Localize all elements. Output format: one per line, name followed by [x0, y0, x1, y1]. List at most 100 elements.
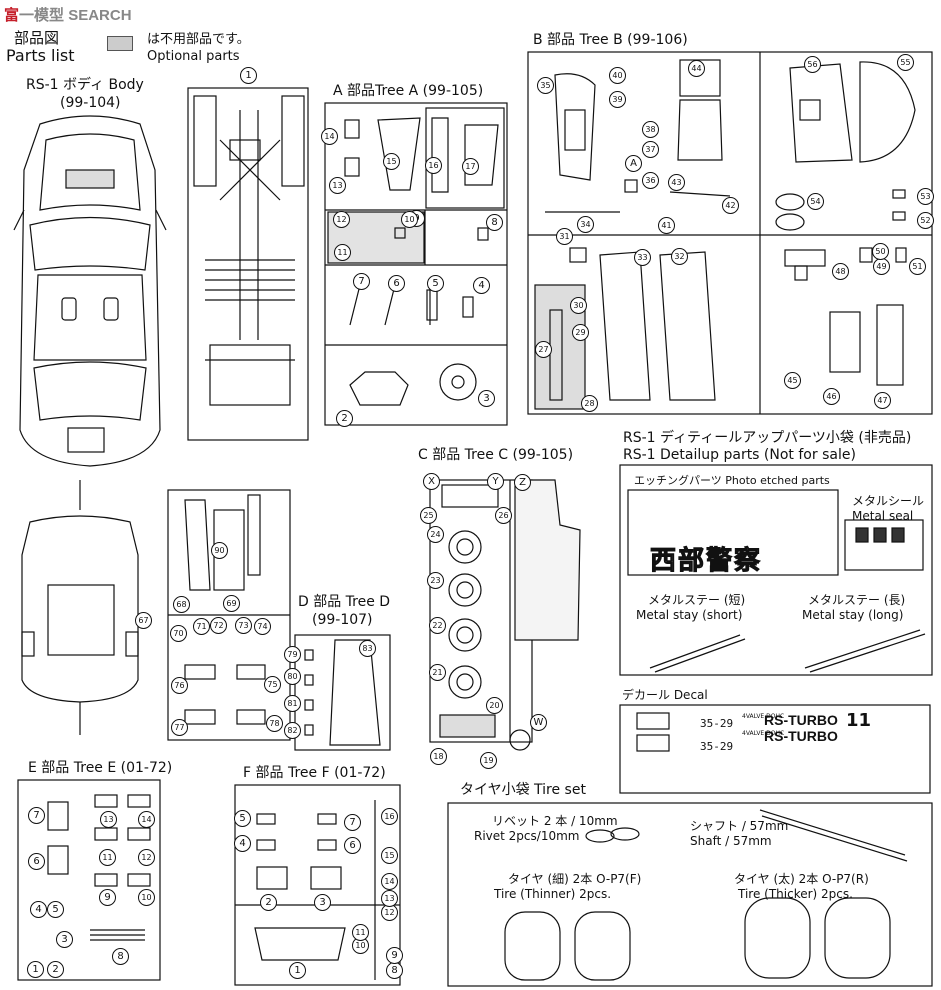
tree-b: [527, 51, 933, 415]
tree-b-part-47: 47: [874, 392, 891, 409]
watermark-brand: 富一模型 SEARCH: [4, 7, 132, 24]
tree-c-part-25: 25: [420, 507, 437, 524]
tree-f-part-1: 1: [289, 962, 306, 979]
stay-long-jp: メタルステー (長): [808, 593, 906, 607]
stay-long-en: Metal stay (long): [802, 608, 904, 622]
gate-letter-y: Y: [487, 473, 504, 490]
detail-box: [619, 464, 933, 676]
tree-d-part-79: 79: [284, 646, 301, 663]
tree-c-title: C 部品 Tree C (99-105): [418, 447, 574, 463]
shaft-jp: シャフト / 57mm: [690, 819, 789, 833]
tree-a-part-6: 6: [388, 275, 405, 292]
shaft-en: Shaft / 57mm: [690, 834, 772, 848]
tree-c-part-24: 24: [427, 526, 444, 543]
gate-letter-w: W: [530, 714, 547, 731]
decal-label: デカール Decal: [622, 688, 708, 702]
legend-jp: は不用部品です。: [147, 32, 250, 47]
tree-f-part-8: 8: [386, 962, 403, 979]
tree-d-code: (99-107): [312, 612, 373, 628]
stay-short-jp: メタルステー (短): [648, 593, 746, 607]
tree-d-part-75: 75: [264, 676, 281, 693]
tree-a-part-7: 7: [353, 273, 370, 290]
tree-a-part-17: 17: [462, 158, 479, 175]
stay-short-en: Metal stay (short): [636, 608, 743, 622]
tree-b-part-27: 27: [535, 341, 552, 358]
tree-b-part-40: 40: [609, 67, 626, 84]
rivet-jp: リベット 2 本 / 10mm: [492, 814, 618, 828]
gate-letter-a: A: [625, 155, 642, 172]
tree-b-part-56: 56: [804, 56, 821, 73]
detail-title-en: RS-1 Detailup parts (Not for sale): [623, 447, 856, 463]
tree-d-part-81: 81: [284, 695, 301, 712]
tree-c-part-19: 19: [480, 752, 497, 769]
tree-f-part-5: 5: [234, 810, 251, 827]
parts-title-jp: 部品図: [14, 29, 60, 47]
tree-f-part-2: 2: [260, 894, 277, 911]
tree-d-part-72: 72: [210, 617, 227, 634]
decal-small-2: 4VALVE DOHC: [742, 730, 785, 737]
tree-d-part-78: 78: [266, 715, 283, 732]
tree-f-part-16: 16: [381, 808, 398, 825]
tire-thick-en: Tire (Thicker) 2pcs.: [738, 887, 853, 901]
tree-a-part-12: 12: [333, 211, 350, 228]
tree-e-part-4: 4: [30, 901, 47, 918]
tree-f: [234, 784, 401, 986]
tree-e-part-7: 7: [28, 807, 45, 824]
decal-rs-turbo-1: RS-TURBO: [764, 712, 838, 728]
tree-b-part-32: 32: [671, 248, 688, 265]
tree-c-part-21: 21: [429, 664, 446, 681]
tree-a-part-5: 5: [427, 275, 444, 292]
tree-b-part-49: 49: [873, 258, 890, 275]
tree-f-part-6: 6: [344, 837, 361, 854]
tree-a-part-8: 8: [486, 214, 503, 231]
tire-thick-jp: タイヤ (太) 2本 O-P7(R): [734, 872, 869, 886]
decal-rs-turbo-2: RS-TURBO: [764, 728, 838, 744]
tree-e-part-11: 11: [99, 849, 116, 866]
tree-b-part-46: 46: [823, 388, 840, 405]
tree-d-part-74: 74: [254, 618, 271, 635]
tree-d-part-68: 68: [173, 596, 190, 613]
tree-f-part-7: 7: [344, 814, 361, 831]
tree-d-part-77: 77: [171, 719, 188, 736]
tree-b-part-50: 50: [872, 243, 889, 260]
tire-title: タイヤ小袋 Tire set: [460, 782, 586, 798]
tree-b-part-53: 53: [917, 188, 934, 205]
tree-d-part-73: 73: [235, 617, 252, 634]
tree-b-part-31: 31: [556, 228, 573, 245]
rivet-en: Rivet 2pcs/10mm: [474, 829, 580, 843]
tire-thin-en: Tire (Thinner) 2pcs.: [494, 887, 612, 901]
detail-title-jp: RS-1 ディティールアップパーツ小袋 (非売品): [623, 430, 912, 446]
tree-e-part-9: 9: [99, 889, 116, 906]
tree-f-title: F 部品 Tree F (01-72): [243, 765, 386, 781]
tree-b-part-52: 52: [917, 212, 934, 229]
tree-a-title: A 部品Tree A (99-105): [333, 83, 484, 99]
tree-b-part-48: 48: [832, 263, 849, 280]
tree-e-part-12: 12: [138, 849, 155, 866]
seal-jp: メタルシール: [852, 494, 925, 508]
tree-e-part-14: 14: [138, 811, 155, 828]
legend-en: Optional parts: [147, 49, 240, 64]
tree-a-part-14: 14: [321, 128, 338, 145]
tree-a-part-10: 10: [401, 211, 418, 228]
tree-b-part-42: 42: [722, 197, 739, 214]
tree-d-part-67: 67: [135, 612, 152, 629]
gate-letter-x: X: [423, 473, 440, 490]
tree-b-part-37: 37: [642, 141, 659, 158]
body-title: RS-1 ボディ Body: [26, 77, 144, 93]
tree-b-part-30: 30: [570, 297, 587, 314]
tree-a-part-2: 2: [336, 410, 353, 427]
tree-b-part-54: 54: [807, 193, 824, 210]
tree-b-part-41: 41: [658, 217, 675, 234]
tree-c-part-20: 20: [486, 697, 503, 714]
tree-b-part-43: 43: [668, 174, 685, 191]
tree-f-part-9: 9: [386, 947, 403, 964]
tree-e-part-5: 5: [47, 901, 64, 918]
parts-title-en: Parts list: [6, 46, 75, 65]
tree-b-part-29: 29: [572, 324, 589, 341]
tree-b-part-33: 33: [634, 249, 651, 266]
tree-b-part-38: 38: [642, 121, 659, 138]
tree-f-part-3: 3: [314, 894, 331, 911]
tree-f-part-11: 11: [352, 924, 369, 941]
optional-swatch: [107, 36, 133, 51]
